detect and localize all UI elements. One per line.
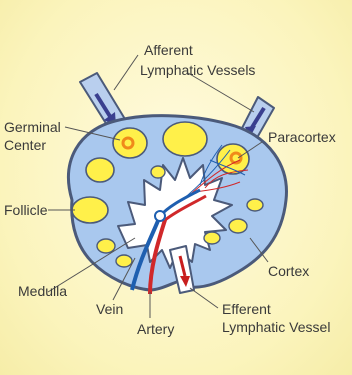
label-medulla: Medulla — [18, 283, 67, 299]
label-germinal-1: Germinal — [4, 119, 61, 135]
follicle — [229, 219, 247, 233]
follicle — [116, 255, 132, 267]
label-cortex: Cortex — [268, 263, 309, 279]
label-artery: Artery — [137, 321, 174, 337]
follicle — [247, 199, 263, 211]
label-afferent-2: Lymphatic Vessels — [140, 62, 255, 78]
label-efferent-1: Efferent — [222, 301, 271, 317]
label-afferent-1: Afferent — [144, 42, 193, 58]
follicle — [151, 166, 165, 178]
follicle — [97, 239, 115, 253]
follicle — [163, 122, 207, 156]
label-follicle: Follicle — [4, 202, 48, 218]
label-vein: Vein — [96, 301, 123, 317]
follicle-germinal-left — [113, 128, 147, 158]
label-efferent-2: Lymphatic Vessel — [222, 319, 330, 335]
hilum — [155, 211, 165, 221]
follicle — [72, 197, 108, 223]
label-paracortex: Paracortex — [268, 129, 336, 145]
follicle — [204, 232, 220, 244]
label-germinal-2: Center — [4, 137, 46, 153]
follicle — [86, 158, 114, 182]
